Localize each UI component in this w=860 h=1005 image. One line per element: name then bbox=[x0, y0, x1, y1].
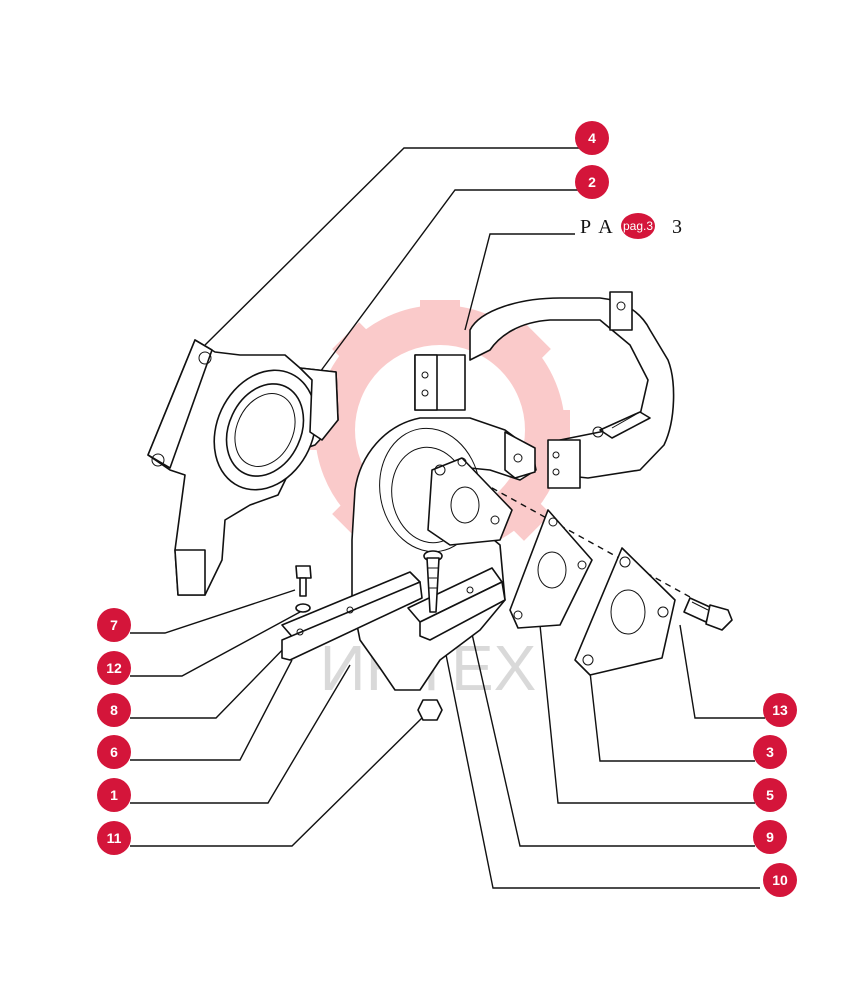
leader-3 bbox=[589, 671, 755, 762]
callout-5[interactable]: 5 bbox=[753, 778, 787, 812]
leader-12 bbox=[130, 611, 301, 677]
svg-text:8: 8 bbox=[110, 702, 118, 718]
callouts: 4 2 7 12 8 6 1 11 bbox=[97, 121, 797, 897]
callout-8[interactable]: 8 bbox=[97, 693, 131, 727]
svg-text:7: 7 bbox=[110, 617, 118, 633]
flange-plate-3 bbox=[574, 547, 676, 676]
housing-flange bbox=[427, 457, 513, 546]
svg-text:1: 1 bbox=[110, 787, 118, 803]
svg-text:10: 10 bbox=[772, 872, 788, 888]
callout-1[interactable]: 1 bbox=[97, 778, 131, 812]
reference-suffix: 3 bbox=[672, 216, 684, 238]
frame-assembly bbox=[414, 291, 675, 489]
callout-2[interactable]: 2 bbox=[575, 165, 609, 199]
svg-text:3: 3 bbox=[766, 744, 774, 760]
leader-5 bbox=[539, 624, 755, 804]
reference-prefix: P A bbox=[580, 216, 615, 238]
bolt-7 bbox=[295, 565, 312, 597]
bearing-block bbox=[147, 339, 339, 596]
nut-11 bbox=[417, 699, 443, 721]
reference-label: P A pag.3 3 bbox=[580, 213, 684, 239]
svg-text:11: 11 bbox=[107, 830, 122, 846]
leader-11 bbox=[130, 714, 426, 847]
svg-text:9: 9 bbox=[766, 829, 774, 845]
stud-10 bbox=[423, 550, 443, 613]
svg-text:6: 6 bbox=[110, 744, 118, 760]
callout-13[interactable]: 13 bbox=[763, 693, 797, 727]
leader-9 bbox=[469, 624, 755, 847]
leader-1 bbox=[130, 664, 351, 804]
flange-plate-5 bbox=[509, 509, 593, 629]
svg-text:12: 12 bbox=[106, 660, 122, 676]
leader-2 bbox=[319, 189, 580, 373]
callout-9[interactable]: 9 bbox=[753, 820, 787, 854]
callout-10[interactable]: 10 bbox=[763, 863, 797, 897]
leader-6 bbox=[130, 659, 293, 761]
callout-6[interactable]: 6 bbox=[97, 735, 131, 769]
bolt-13 bbox=[683, 597, 733, 631]
leader-4 bbox=[204, 147, 580, 346]
svg-text:5: 5 bbox=[766, 787, 774, 803]
callout-3[interactable]: 3 bbox=[753, 735, 787, 769]
leader-13 bbox=[679, 624, 765, 719]
svg-text:13: 13 bbox=[772, 702, 788, 718]
callout-7[interactable]: 7 bbox=[97, 608, 131, 642]
leader-7 bbox=[130, 589, 296, 634]
reference-badge[interactable] bbox=[621, 213, 655, 239]
svg-text:2: 2 bbox=[588, 174, 596, 190]
reference-badge-text: pag.3 bbox=[623, 219, 653, 233]
leader-lines bbox=[130, 147, 765, 889]
cast-housing bbox=[351, 417, 537, 691]
leader-ref bbox=[464, 233, 575, 331]
callout-12[interactable]: 12 bbox=[97, 651, 131, 685]
leader-10 bbox=[432, 589, 760, 889]
leader-8 bbox=[130, 639, 293, 719]
callout-4[interactable]: 4 bbox=[575, 121, 609, 155]
washer-12 bbox=[295, 603, 311, 613]
callout-11[interactable]: 11 bbox=[97, 821, 131, 855]
svg-text:4: 4 bbox=[588, 130, 596, 146]
